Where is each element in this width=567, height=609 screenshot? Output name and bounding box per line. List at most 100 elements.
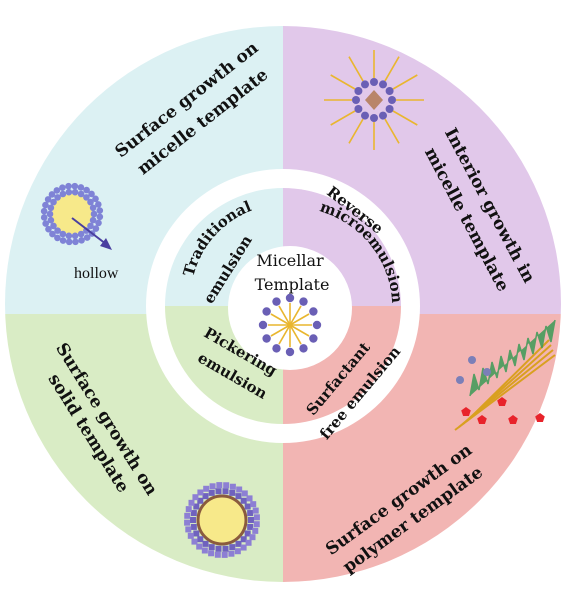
center-label-line1: Micellar bbox=[256, 251, 324, 270]
polymer-dot bbox=[456, 376, 464, 384]
solid-bead bbox=[214, 551, 221, 558]
reverse-micelle-tail bbox=[348, 56, 364, 82]
micelle-tail bbox=[270, 313, 291, 326]
solid-bead bbox=[252, 507, 259, 514]
hollow-bead bbox=[71, 232, 79, 240]
hollow-bead bbox=[83, 194, 90, 201]
hollow-bead bbox=[87, 222, 94, 230]
solid-core-rim bbox=[196, 494, 248, 546]
hollow-bead bbox=[83, 186, 90, 194]
hollow-bead bbox=[47, 204, 55, 212]
solid-bead bbox=[215, 545, 222, 552]
hollow-bead bbox=[71, 188, 79, 196]
solid-bead bbox=[229, 489, 236, 496]
solid-bead bbox=[229, 483, 236, 490]
solid-bead bbox=[190, 517, 196, 523]
hollow-bead bbox=[59, 237, 67, 244]
micelle-tail bbox=[289, 313, 310, 326]
micelle-tail bbox=[289, 324, 310, 337]
solid-bead bbox=[246, 495, 253, 502]
solid-bead bbox=[228, 550, 235, 557]
hollow-bead bbox=[48, 191, 56, 198]
solid-bead bbox=[245, 539, 252, 546]
solid-bead bbox=[202, 540, 209, 547]
polymer-template-icon bbox=[454, 319, 556, 431]
solid-bead bbox=[193, 503, 200, 510]
solid-bead bbox=[197, 497, 204, 504]
solid-bead bbox=[203, 485, 210, 492]
hollow-bead bbox=[54, 227, 61, 234]
solid-bead bbox=[241, 490, 248, 497]
hollow-bead bbox=[88, 190, 95, 198]
hollow-bead bbox=[42, 220, 49, 227]
micelle-head bbox=[299, 297, 308, 306]
hollow-bead bbox=[87, 198, 94, 206]
micelle-tail bbox=[289, 305, 302, 326]
polymer-dot bbox=[468, 356, 476, 364]
reverse-micelle-head bbox=[354, 87, 363, 95]
reverse-micelle-tail bbox=[384, 56, 400, 82]
micelle-tail bbox=[278, 324, 291, 345]
solid-bead bbox=[215, 488, 222, 495]
solid-bead bbox=[196, 543, 203, 550]
hollow-bead bbox=[54, 234, 61, 242]
hollow-bead bbox=[59, 190, 67, 198]
solid-bead bbox=[216, 482, 223, 489]
solid-bead bbox=[193, 530, 200, 537]
solid-bead bbox=[235, 540, 242, 547]
reverse-micelle-head bbox=[379, 111, 387, 120]
center-label-line2: Template bbox=[255, 275, 330, 294]
solid-bead bbox=[191, 538, 198, 545]
solid-bead bbox=[208, 489, 215, 496]
polymer-red-particle bbox=[477, 415, 487, 424]
solid-bead bbox=[247, 523, 254, 530]
solid-bead bbox=[240, 497, 247, 504]
solid-bead bbox=[244, 503, 251, 510]
micelle-tail bbox=[278, 305, 291, 326]
solid-bead bbox=[229, 544, 236, 551]
solid-bead bbox=[250, 501, 257, 508]
reverse-micelle-head bbox=[370, 78, 378, 86]
hollow-bead bbox=[96, 213, 104, 221]
crystal-core bbox=[365, 90, 383, 110]
solid-bead bbox=[190, 523, 197, 530]
solid-bead bbox=[197, 536, 204, 543]
hollow-bead bbox=[77, 230, 85, 238]
solid-bead bbox=[184, 512, 191, 519]
solid-bead bbox=[240, 544, 247, 551]
polymer-dot bbox=[483, 368, 491, 376]
solid-bead bbox=[234, 548, 241, 555]
hollow-bead bbox=[71, 182, 79, 190]
hollow-bead bbox=[78, 237, 85, 244]
hollow-bead bbox=[65, 232, 73, 240]
hollow-bead bbox=[65, 238, 73, 246]
micelle-tail bbox=[270, 324, 291, 337]
reverse-micelle-tail bbox=[392, 110, 418, 126]
micelle-head bbox=[262, 334, 271, 343]
hollow-bead bbox=[45, 225, 52, 233]
reverse-micelle-tail bbox=[330, 110, 356, 126]
solid-bead bbox=[192, 494, 199, 501]
solid-bead bbox=[209, 483, 216, 490]
polymer-red-particle bbox=[497, 397, 507, 406]
reverse-micelle-icon bbox=[324, 50, 424, 150]
solid-bead bbox=[188, 499, 195, 506]
solid-bead bbox=[208, 544, 215, 551]
hollow-bead bbox=[44, 196, 52, 203]
solid-bead bbox=[223, 482, 230, 489]
reverse-micelle-head bbox=[361, 111, 369, 120]
hollow-bead bbox=[50, 222, 57, 230]
micelle-head bbox=[309, 307, 318, 316]
solid-bead bbox=[184, 519, 191, 526]
hollow-core bbox=[52, 194, 92, 234]
solid-bead bbox=[247, 510, 254, 517]
hollow-bead bbox=[42, 201, 49, 209]
reverse-micelle-head bbox=[370, 114, 378, 122]
hollow-bead bbox=[83, 234, 91, 241]
solid-bead bbox=[187, 532, 194, 539]
polymer-red-particle bbox=[535, 413, 545, 422]
hollow-bead bbox=[77, 184, 85, 191]
hollow-bead bbox=[65, 188, 73, 196]
hollow-bead bbox=[50, 198, 57, 206]
micelle-head bbox=[262, 307, 271, 316]
